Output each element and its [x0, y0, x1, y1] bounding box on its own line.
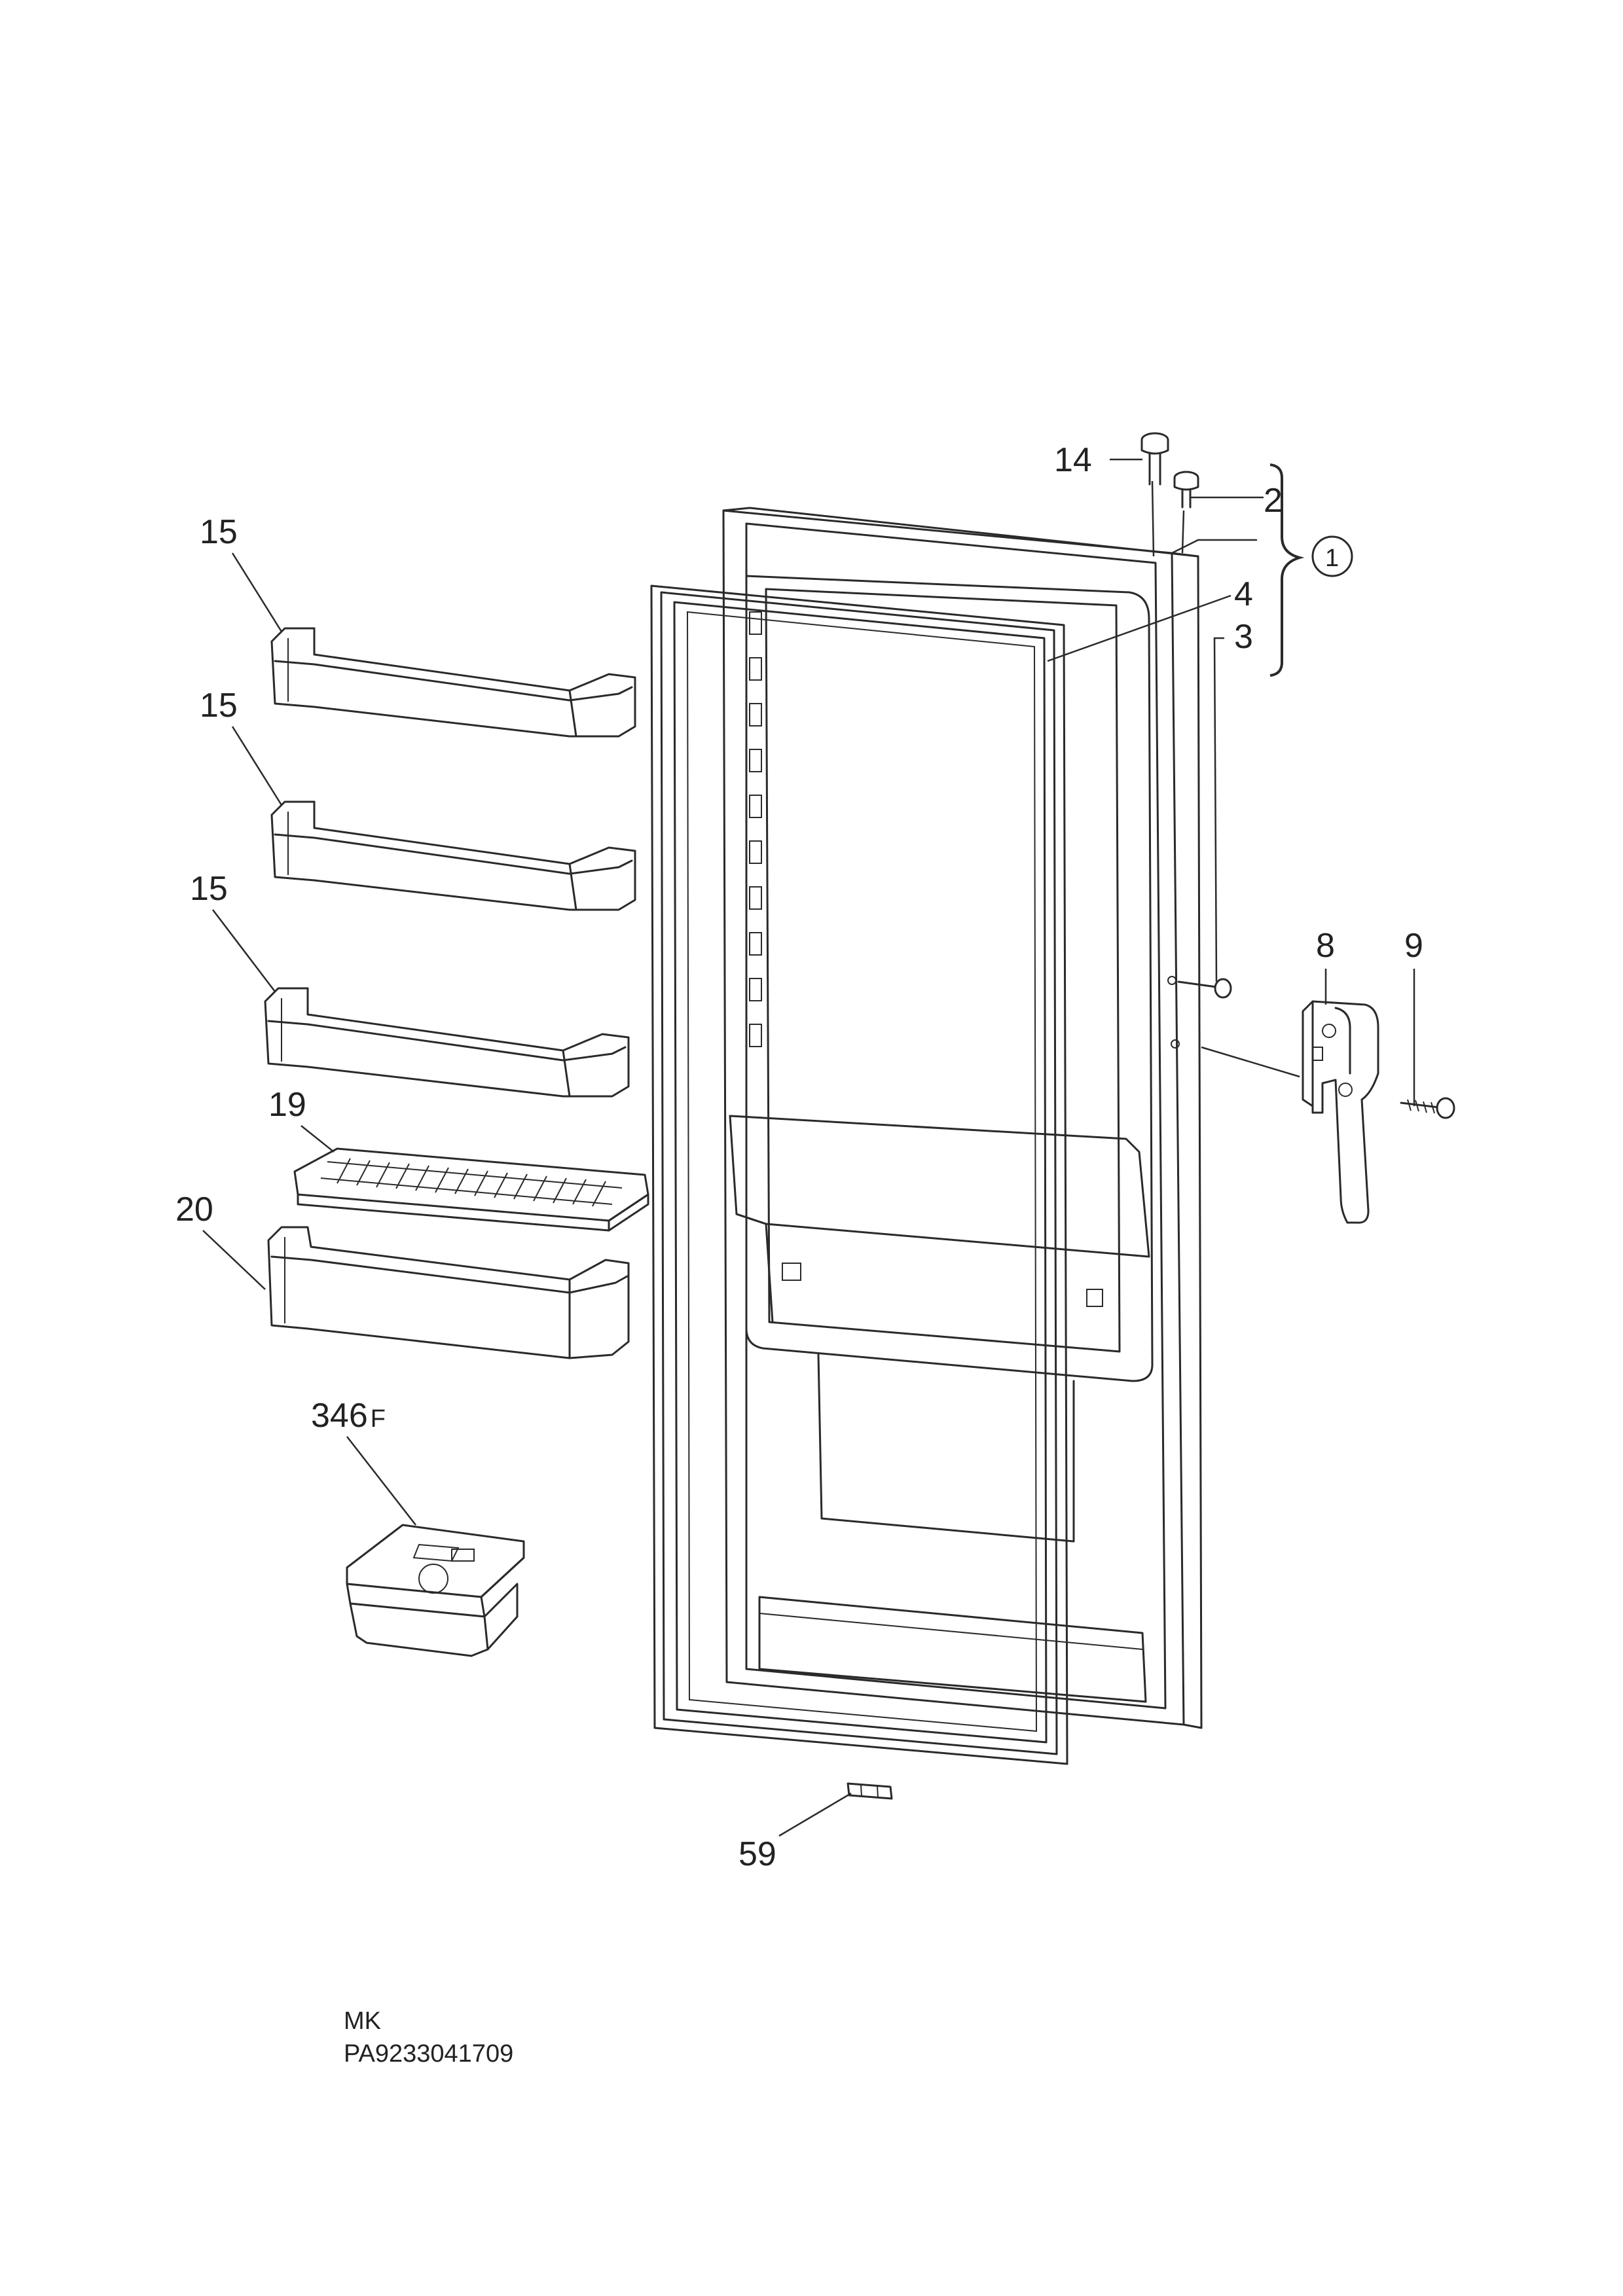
door-handle — [1302, 1000, 1379, 1224]
leader-lines — [202, 458, 1415, 1837]
screw-part-9 — [1400, 1097, 1455, 1119]
hinge-pin-top — [1140, 432, 1169, 486]
bottom-balcony — [267, 1226, 630, 1359]
callout-59: 59 — [739, 1835, 776, 1873]
bottle-rack — [293, 1147, 649, 1232]
storage-box — [346, 1524, 525, 1657]
door-balcony-2 — [270, 800, 636, 911]
callout-15-middle: 15 — [200, 687, 238, 725]
door-balcony-3 — [264, 987, 630, 1098]
door-gasket — [650, 584, 1068, 1765]
callout-4: 4 — [1234, 575, 1253, 613]
callout-19: 19 — [268, 1086, 306, 1124]
assembly-callout-circle — [1311, 535, 1353, 577]
clip-part-59 — [847, 1782, 893, 1800]
footer-model-code: MK — [344, 2007, 381, 2035]
callout-8: 8 — [1316, 927, 1335, 965]
callout-3: 3 — [1234, 618, 1253, 656]
callout-15-top: 15 — [200, 513, 238, 551]
screw-part-3 — [1167, 976, 1232, 999]
door-hole — [1171, 1039, 1180, 1049]
callout-2: 2 — [1264, 482, 1283, 520]
hinge-pin-small — [1173, 471, 1199, 509]
assembly-bracket — [1269, 463, 1305, 677]
door-inner-liner — [729, 575, 1154, 1703]
footer-part-number: PA9233041709 — [344, 2040, 513, 2068]
callout-15-lower: 15 — [190, 870, 228, 908]
callout-9: 9 — [1404, 927, 1423, 965]
door-balcony-1 — [270, 627, 636, 738]
callout-20: 20 — [175, 1191, 213, 1229]
shelf-support-slots — [749, 611, 762, 1047]
callout-1: 1 — [1325, 545, 1339, 572]
callout-14: 14 — [1054, 441, 1092, 479]
